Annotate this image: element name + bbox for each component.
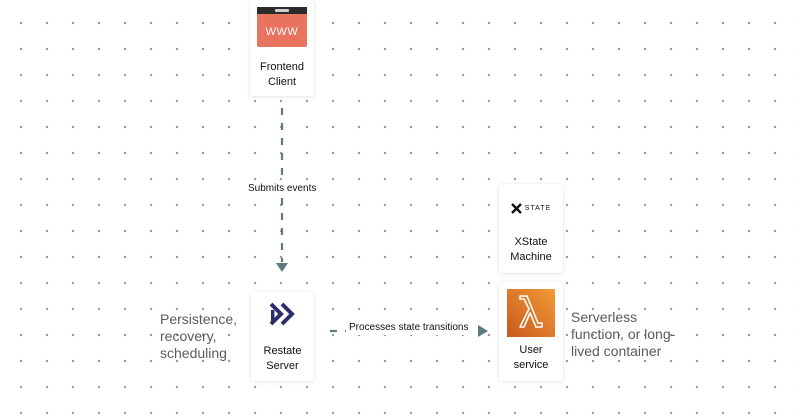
xstate-logo-icon: STATE	[510, 201, 552, 215]
svg-text:WWW: WWW	[266, 26, 299, 38]
restate-note-line3: scheduling	[160, 345, 227, 361]
frontend-client-node[interactable]: WWW Frontend Client	[250, 0, 314, 96]
user-service-label-line1: User	[519, 344, 543, 356]
xstate-machine-label-line2: Machine	[510, 251, 552, 263]
restate-logo-icon	[269, 302, 295, 326]
xstate-logo-text: STATE	[524, 204, 552, 212]
xstate-machine-label-line1: XState	[514, 236, 548, 248]
deployment-note-line2: function, or long-	[571, 326, 676, 342]
processes-transitions-arrowhead	[478, 325, 488, 337]
submits-events-arrowhead	[276, 263, 288, 272]
restate-server-label-line2: Server	[266, 360, 299, 372]
frontend-client-label-line1: Frontend	[259, 61, 305, 73]
browser-www-icon: WWW	[257, 7, 307, 47]
xstate-x-mark	[510, 202, 522, 214]
aws-lambda-icon	[507, 289, 555, 337]
restate-server-node[interactable]: Restate Server	[251, 292, 314, 381]
xstate-machine-node[interactable]: STATE XState Machine	[499, 184, 563, 273]
restate-server-label-line1: Restate	[263, 345, 302, 357]
restate-note-line1: Persistence,	[160, 311, 238, 327]
user-service-deployment-note: Serverless function, or long- lived cont…	[571, 309, 675, 360]
restate-note-line2: recovery,	[160, 328, 217, 344]
processes-transitions-label: Processes state transitions	[346, 320, 472, 335]
deployment-note-line3: lived container	[571, 343, 662, 359]
user-service-label-line2: service	[513, 359, 549, 371]
submits-events-label: Submits events	[245, 181, 320, 196]
frontend-client-label-line2: Client	[267, 76, 297, 88]
restate-capabilities-note: Persistence, recovery, scheduling	[160, 311, 237, 362]
deployment-note-line1: Serverless	[571, 309, 638, 325]
user-service-node[interactable]: User service	[499, 282, 563, 381]
